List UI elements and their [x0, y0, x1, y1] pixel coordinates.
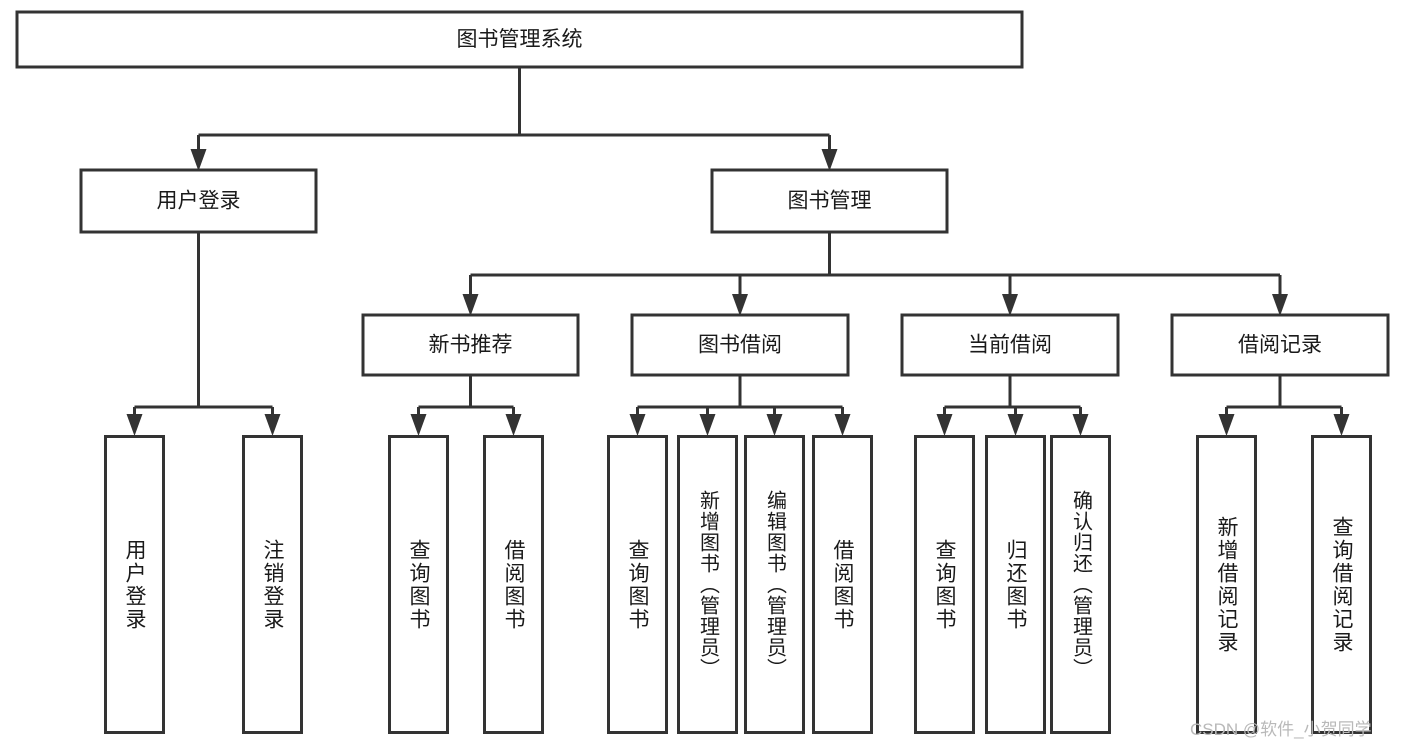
arrow-head-icon	[1007, 414, 1024, 436]
arrow-head-icon	[462, 294, 479, 316]
arrow-head-icon	[190, 149, 207, 171]
node-new-book-recommend[interactable]	[361, 313, 580, 377]
arrow-head-icon	[834, 414, 851, 436]
node-root-label: 图书管理系统	[457, 28, 583, 51]
watermark-label: CSDN @软件_小贺同学	[1190, 720, 1372, 739]
arrow-head-icon	[505, 414, 522, 436]
arrow-head-icon	[732, 294, 748, 316]
node-book-manage[interactable]	[710, 168, 949, 234]
arrow-head-icon	[1333, 414, 1350, 436]
arrow-head-icon	[126, 414, 143, 436]
arrow-head-icon	[1272, 294, 1288, 316]
node-current-borrow-label: 当前借阅	[968, 334, 1052, 357]
arrow-head-icon	[264, 414, 281, 436]
arrow-head-icon	[410, 414, 427, 436]
node-book-borrow-label: 图书借阅	[698, 334, 782, 357]
node-book-manage-label: 图书管理	[788, 190, 872, 213]
node-borrow-record-label: 借阅记录	[1238, 334, 1322, 357]
arrow-head-icon	[1218, 414, 1235, 436]
node-user-login[interactable]	[79, 168, 318, 234]
arrow-head-icon	[699, 414, 716, 436]
node-user-login-label: 用户登录	[157, 190, 241, 213]
node-current-borrow[interactable]	[900, 313, 1120, 377]
arrow-head-icon	[629, 414, 646, 436]
arrow-head-icon	[766, 414, 783, 436]
node-root[interactable]	[15, 10, 1024, 69]
node-new-book-recommend-label: 新书推荐	[429, 334, 513, 357]
node-borrow-record[interactable]	[1170, 313, 1390, 377]
connector-layer	[126, 67, 1350, 436]
arrow-head-icon	[821, 149, 838, 171]
node-book-borrow[interactable]	[630, 313, 850, 377]
arrow-head-icon	[936, 414, 953, 436]
arrow-head-icon	[1072, 414, 1089, 436]
arrow-head-icon	[1002, 294, 1018, 316]
